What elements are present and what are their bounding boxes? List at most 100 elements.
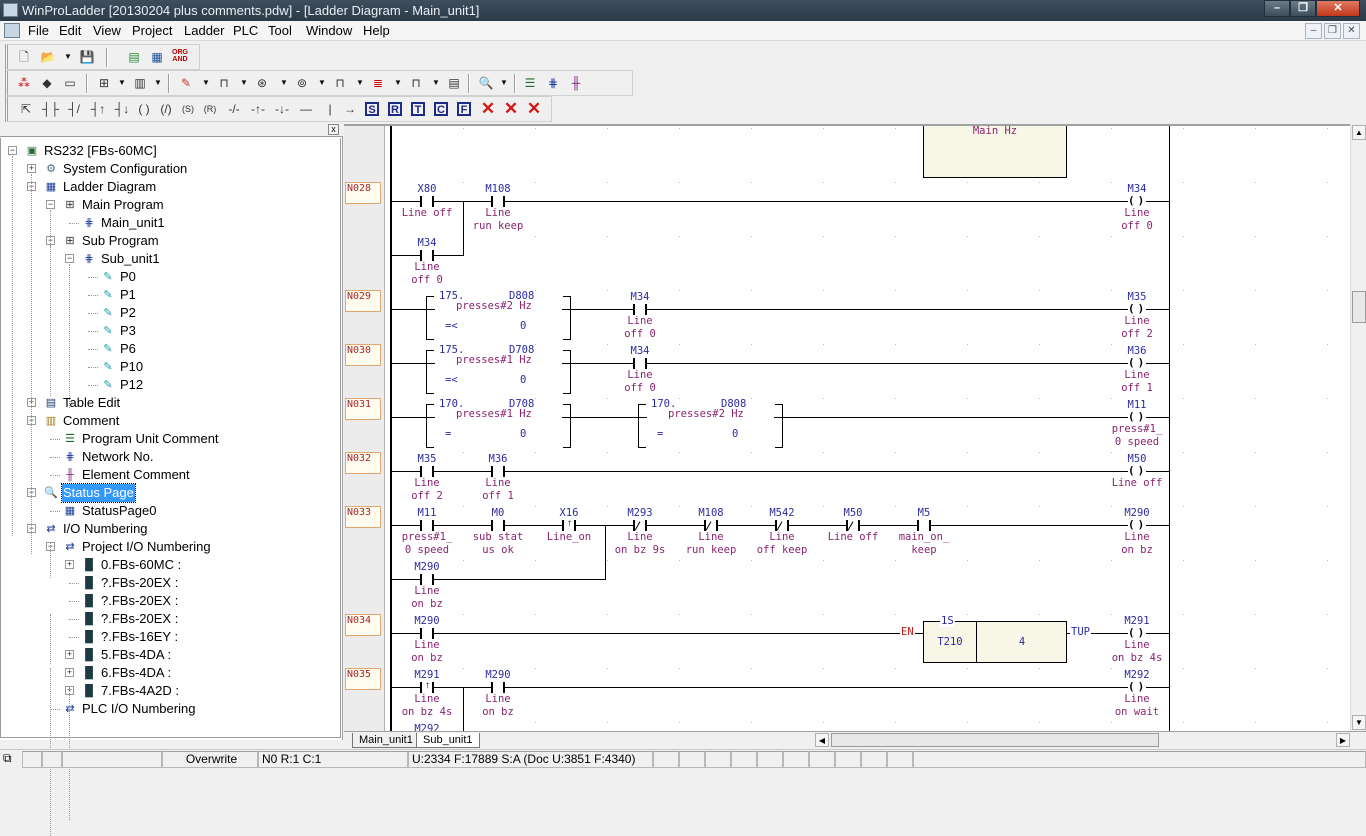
- output-coil[interactable]: (): [1128, 680, 1148, 693]
- inverted-coil-tool[interactable]: (/): [160, 102, 172, 116]
- menu-file[interactable]: File: [28, 23, 49, 38]
- normally-open-contact[interactable]: [491, 196, 505, 207]
- tree-node[interactable]: ✎P6: [1, 340, 331, 358]
- minimize-button[interactable]: –: [1264, 0, 1290, 17]
- rising-edge-contact[interactable]: ↑: [562, 518, 576, 531]
- tree-node[interactable]: ⋕Main_unit1: [1, 214, 331, 232]
- network-label-n029[interactable]: N029: [345, 290, 381, 312]
- normally-open-contact[interactable]: [491, 466, 505, 477]
- io-monitor-icon[interactable]: ⊛: [256, 76, 268, 90]
- no-contact-tool[interactable]: ┤├: [42, 102, 60, 116]
- delete-vertical-icon[interactable]: ✕: [503, 99, 519, 118]
- tree-node[interactable]: █?.FBs-20EX :: [1, 610, 331, 628]
- output-coil[interactable]: (): [1128, 410, 1148, 423]
- status-icon[interactable]: ⊚: [296, 76, 308, 90]
- output-coil[interactable]: (): [1128, 356, 1148, 369]
- tree-node[interactable]: █?.FBs-16EY :: [1, 628, 331, 646]
- tree-node[interactable]: +█6.FBs-4DA :: [1, 664, 331, 682]
- tree-node[interactable]: ╫Element Comment: [1, 466, 331, 484]
- scroll-up-icon[interactable]: ▲: [1352, 125, 1366, 140]
- menu-view[interactable]: View: [93, 23, 121, 38]
- network-label-n034[interactable]: N034: [345, 614, 381, 636]
- mdi-restore-button[interactable]: ❐: [1324, 23, 1341, 39]
- normally-open-contact[interactable]: [420, 520, 434, 531]
- network-label-n032[interactable]: N032: [345, 452, 381, 474]
- normally-open-contact[interactable]: [420, 250, 434, 261]
- ladder-editor[interactable]: Main Hz N028 N029 N030 N031 N032 N033 N0…: [344, 124, 1350, 731]
- expand-icon[interactable]: +: [65, 667, 74, 677]
- scroll-left-icon[interactable]: ◀: [815, 733, 829, 747]
- counter-function-button[interactable]: C: [434, 102, 448, 116]
- expand-icon[interactable]: +: [65, 649, 74, 659]
- network-label-n033[interactable]: N033: [345, 506, 381, 528]
- tree-node[interactable]: ✎P12: [1, 376, 331, 394]
- collapse-icon[interactable]: −: [65, 253, 74, 263]
- menu-ladder[interactable]: Ladder: [184, 23, 225, 38]
- menu-help[interactable]: Help: [363, 23, 390, 38]
- tree-node[interactable]: −▣RS232 [FBs-60MC]: [1, 142, 331, 160]
- menu-window[interactable]: Window: [306, 23, 353, 38]
- delete-element-icon[interactable]: ✕: [480, 99, 496, 118]
- tree-node[interactable]: −▥Comment: [1, 412, 331, 430]
- register-icon[interactable]: ⊓: [411, 76, 421, 90]
- output-coil[interactable]: (): [1128, 302, 1148, 315]
- normally-closed-contact[interactable]: [704, 520, 718, 531]
- normally-open-contact[interactable]: [420, 574, 434, 585]
- ladder-view-icon[interactable]: ▦: [151, 50, 163, 64]
- tree-node[interactable]: −⋕Sub_unit1: [1, 250, 331, 268]
- normally-closed-contact[interactable]: [775, 520, 789, 531]
- project-icon[interactable]: ▤: [128, 50, 140, 64]
- rising-contact-tool[interactable]: ┤↑: [90, 102, 106, 116]
- online-icon[interactable]: ⁂: [18, 76, 30, 90]
- network-label-n031[interactable]: N031: [345, 398, 381, 420]
- function-block-partial[interactable]: Main Hz: [923, 126, 1067, 178]
- dropdown-icon[interactable]: ▼: [394, 78, 402, 87]
- expand-icon[interactable]: +: [27, 163, 36, 173]
- vertical-scroll-thumb[interactable]: [1352, 291, 1366, 323]
- close-button[interactable]: ✕: [1316, 0, 1360, 17]
- normally-open-contact[interactable]: [420, 196, 434, 207]
- pen-edit-icon[interactable]: ✎: [180, 76, 192, 90]
- monitor-icon[interactable]: ▭: [64, 76, 76, 90]
- search-status-icon[interactable]: 🔍: [478, 76, 494, 90]
- dropdown-icon[interactable]: ▼: [118, 78, 126, 87]
- collapse-icon[interactable]: −: [8, 145, 17, 155]
- invert-tool[interactable]: -/-: [228, 102, 240, 116]
- network-comment-icon[interactable]: ⋕: [547, 76, 559, 90]
- scroll-right-icon[interactable]: ▶: [1336, 733, 1350, 747]
- element-comment-icon[interactable]: ╫: [571, 76, 581, 90]
- close-pane-icon[interactable]: x: [328, 124, 339, 135]
- nc-contact-tool[interactable]: ┤/: [68, 102, 80, 116]
- tree-node[interactable]: −▦Ladder Diagram: [1, 178, 331, 196]
- dropdown-icon[interactable]: ▼: [318, 78, 326, 87]
- dropdown-icon[interactable]: ▼: [154, 78, 162, 87]
- delete-network-icon[interactable]: ✕: [526, 99, 542, 118]
- menu-project[interactable]: Project: [132, 23, 173, 38]
- tree-node[interactable]: +⚙System Configuration: [1, 160, 331, 178]
- dropdown-icon[interactable]: ▼: [280, 78, 288, 87]
- horizontal-scroll-thumb[interactable]: [831, 733, 1159, 747]
- tab-sub-unit1[interactable]: Sub_unit1: [416, 733, 480, 748]
- expand-icon[interactable]: +: [65, 559, 74, 569]
- timer-block[interactable]: T210 4 1S: [923, 615, 1067, 663]
- output-coil[interactable]: (): [1128, 518, 1148, 531]
- reset-coil-tool[interactable]: (R): [203, 104, 217, 114]
- tree-node[interactable]: █?.FBs-20EX :: [1, 592, 331, 610]
- maximize-button[interactable]: ❐: [1290, 0, 1316, 17]
- network-label-n035[interactable]: N035: [345, 668, 381, 690]
- output-coil[interactable]: (): [1128, 194, 1148, 207]
- scroll-down-icon[interactable]: ▼: [1352, 715, 1366, 730]
- tree-node[interactable]: ☰Program Unit Comment: [1, 430, 331, 448]
- tree-node[interactable]: █?.FBs-20EX :: [1, 574, 331, 592]
- normally-open-contact[interactable]: [491, 682, 505, 693]
- set-coil-tool[interactable]: (S): [182, 104, 194, 114]
- normally-open-contact[interactable]: [633, 304, 647, 315]
- falling-contact-tool[interactable]: ┤↓: [114, 102, 130, 116]
- tree-node[interactable]: ✎P1: [1, 286, 331, 304]
- output-coil[interactable]: (): [1128, 464, 1148, 477]
- tree-node[interactable]: +█0.FBs-60MC :: [1, 556, 331, 574]
- rising-pulse-tool[interactable]: -↑-: [251, 102, 265, 116]
